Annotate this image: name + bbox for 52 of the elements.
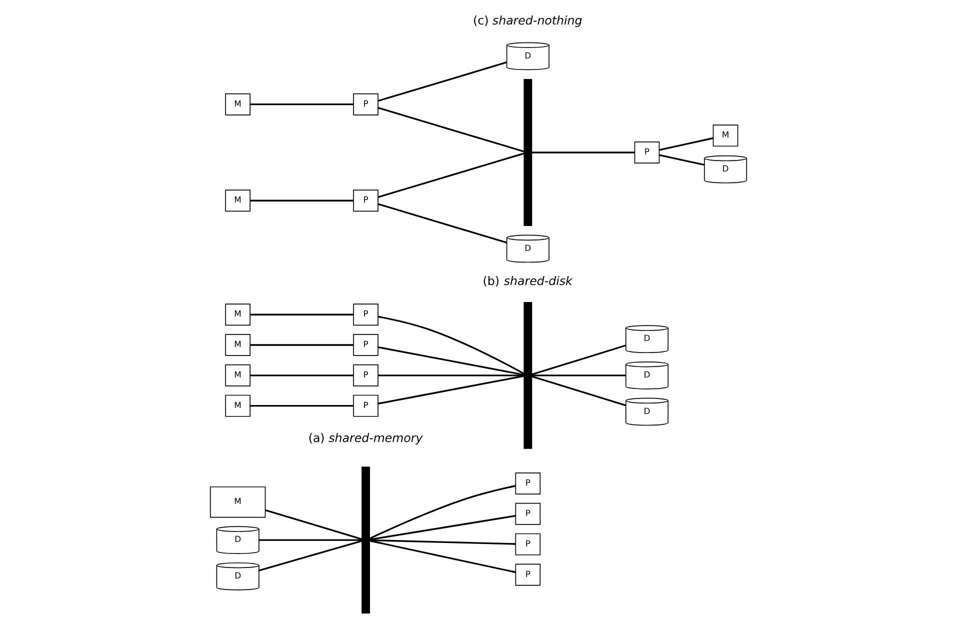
node-bar (523, 79, 532, 226)
node-box: M (224, 334, 250, 356)
connector (377, 62, 506, 102)
node-box: P (352, 394, 378, 417)
node-box: P (352, 364, 378, 386)
node-bar (361, 466, 370, 614)
connector (377, 152, 524, 198)
connector (250, 344, 353, 346)
node-box: M (712, 124, 738, 147)
node-bar (523, 302, 532, 449)
connector (531, 344, 626, 376)
connector (377, 375, 524, 404)
node-box: M (224, 93, 250, 116)
connector (250, 374, 353, 376)
connector (369, 514, 516, 540)
connector (250, 104, 353, 106)
node-box: M (209, 486, 266, 518)
label: (a) shared-memory (308, 430, 422, 445)
node-box: P (514, 502, 540, 525)
connector (250, 200, 353, 202)
connector (258, 540, 362, 572)
connector (377, 346, 524, 376)
connector (378, 374, 524, 376)
node-box: M (224, 364, 250, 386)
node-box: P (352, 304, 378, 326)
connector (531, 374, 626, 376)
connector (264, 509, 362, 540)
node-box: P (352, 93, 378, 116)
node-box: M (224, 190, 250, 212)
connector (531, 152, 634, 154)
connector (531, 376, 626, 406)
node-box: M (224, 394, 250, 417)
connector (250, 404, 353, 407)
node-box: P (352, 190, 378, 212)
connector (658, 137, 713, 151)
node-box: P (634, 142, 660, 164)
node-box: P (514, 472, 540, 494)
connector (369, 540, 516, 574)
label: (b) shared-disk (482, 274, 572, 288)
connector (369, 539, 516, 545)
connector (368, 485, 516, 540)
node-box: P (352, 334, 378, 356)
node-box: P (514, 564, 540, 586)
connector (258, 539, 362, 541)
label: (c) shared-nothing (472, 14, 582, 28)
node-box: M (224, 304, 250, 326)
connector (377, 316, 524, 374)
node-box: P (514, 533, 540, 556)
connector (658, 154, 704, 166)
connector (250, 314, 353, 316)
connector (377, 107, 524, 152)
connector (377, 203, 506, 244)
